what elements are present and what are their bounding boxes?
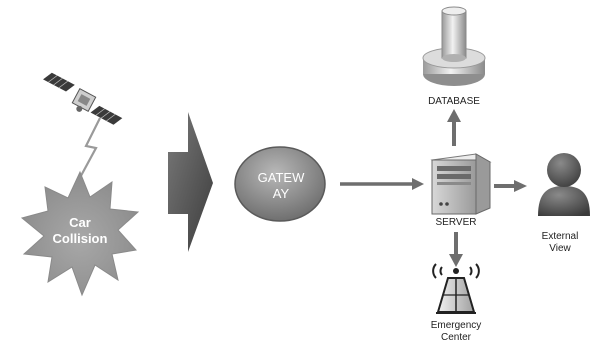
- database-label: DATABASE: [428, 96, 480, 107]
- external-view-label: External View: [541, 231, 579, 254]
- big-right-arrow: [168, 112, 213, 252]
- emergency-center-label: Emergency Center: [430, 320, 482, 343]
- arrow-server-to-external-view: [494, 180, 527, 192]
- arrow-server-to-emergency: [449, 232, 463, 267]
- gateway-node: [234, 146, 326, 222]
- database-cylinder-icon: [422, 6, 486, 86]
- satellite-icon: [43, 72, 123, 125]
- gateway-label: GATEW AY: [257, 170, 305, 201]
- lightning-signal-icon: [75, 117, 101, 186]
- server-label: SERVER: [435, 217, 477, 228]
- collision-label: Car Collision: [52, 215, 108, 246]
- server-tower-icon: [430, 153, 492, 215]
- arrow-gateway-to-server: [340, 178, 424, 190]
- radio-tower-icon: [432, 263, 480, 314]
- collision-burst-icon: [20, 170, 140, 297]
- arrow-server-to-database: [447, 109, 461, 146]
- person-silhouette-icon: [538, 153, 590, 216]
